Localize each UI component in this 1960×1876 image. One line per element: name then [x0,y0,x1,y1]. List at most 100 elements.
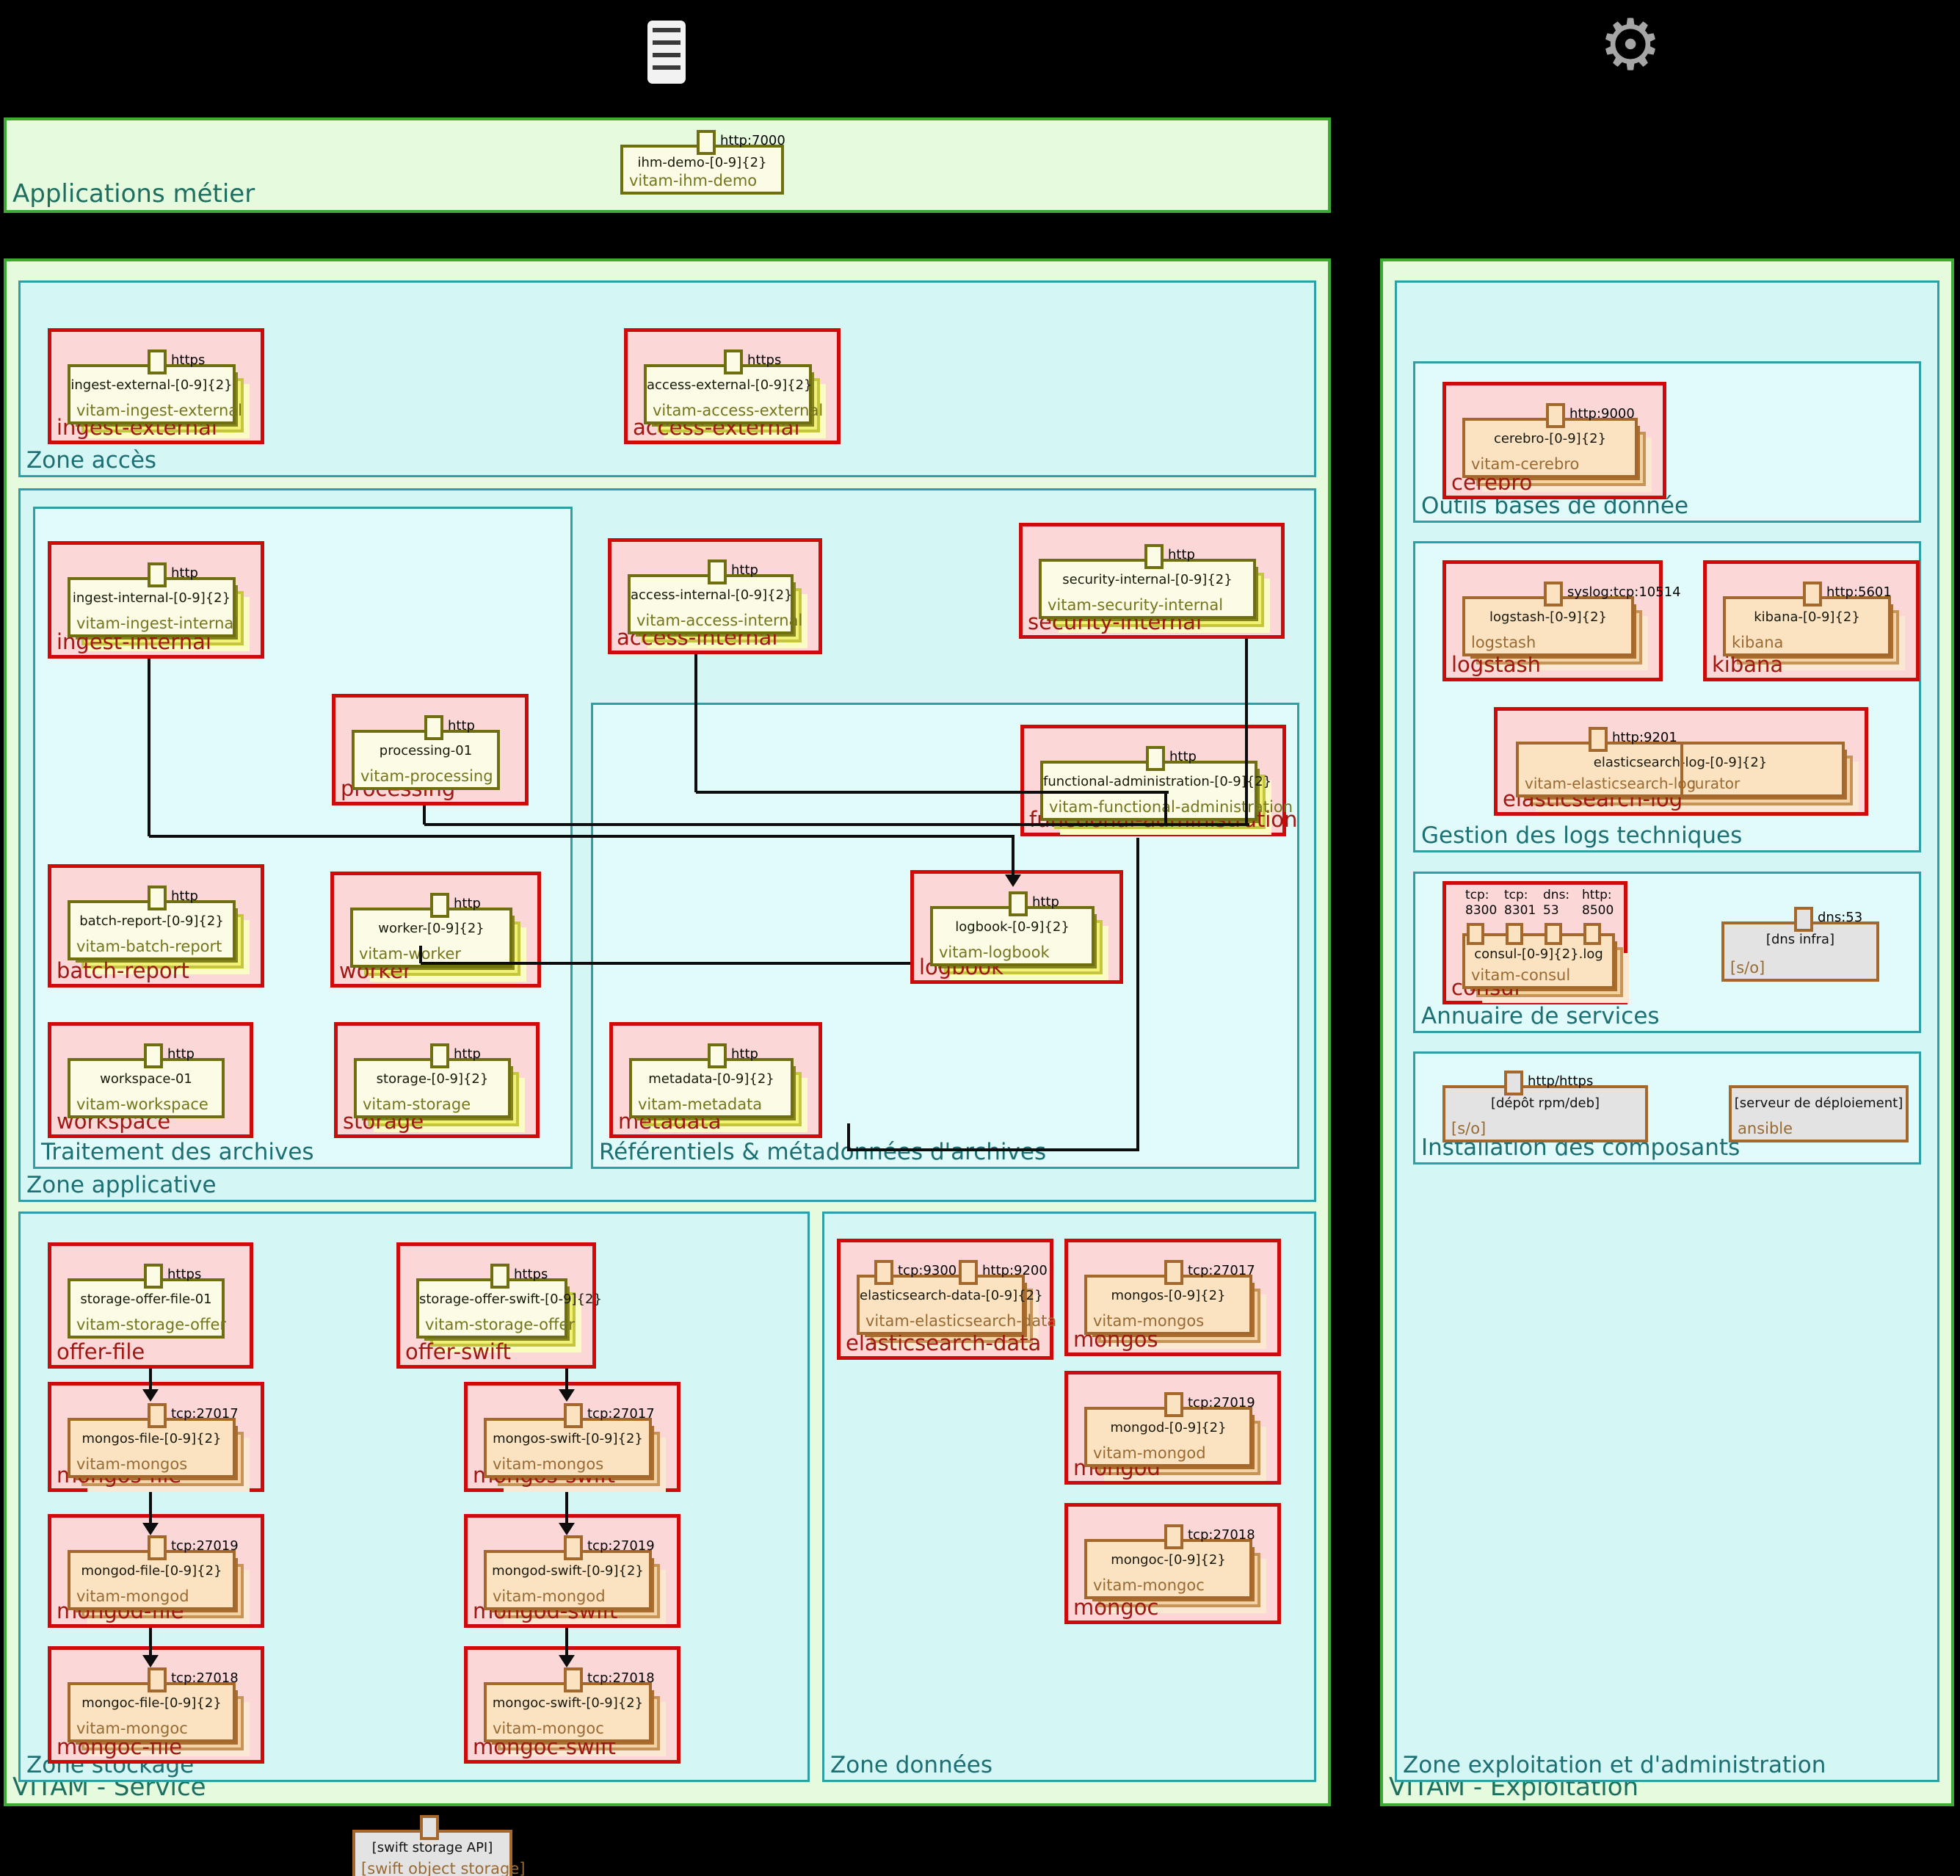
zone-label-applications-metier: Applications métier [12,179,255,209]
storage-port-label: http [454,1046,481,1062]
offer-file-port-icon [144,1264,163,1289]
component-card: mongod-file-[0-9]{2} vitam-mongod tcp:27… [68,1535,244,1618]
card-group-label: vitam-mongoc [493,1720,604,1737]
component-card: [serveur de déploiement] ansible [1729,1085,1909,1142]
ihm-demo-port-label: http:7000 [720,133,785,148]
mongoc-port-icon [1164,1524,1183,1549]
card-group-label: vitam-elasticsearch-data [865,1312,1057,1330]
elasticsearch-data-port-label: http:9200 [982,1263,1048,1278]
elasticsearch-data-port-icon [959,1260,978,1285]
component-elasticsearch-data: elasticsearch-data elasticsearch-data-[0… [837,1239,1056,1360]
component-card: mongod-[0-9]{2} vitam-mongod tcp:27019 [1084,1392,1260,1475]
card-instance-label: storage-offer-file-01 [80,1292,212,1307]
component-card: logstash-[0-9]{2} logstash syslog:tcp:10… [1462,582,1681,664]
component-processing: processing processing-01 vitam-processin… [332,694,529,805]
card-group-label: vitam-workspace [76,1095,208,1113]
card-group-label: vitam-mongoc [76,1720,188,1737]
card-group-label: vitam-batch-report [76,938,222,955]
component-mongos: mongos mongos-[0-9]{2} vitam-mongos tcp:… [1064,1239,1281,1356]
mongoc-file-port-label: tcp:27018 [171,1670,239,1686]
zone-label-exploitation-admin: Zone exploitation et d'administration [1403,1752,1826,1778]
ingest-internal-port-label: http [171,565,198,581]
card-instance-label: worker-[0-9]{2} [378,921,484,936]
component-card: elasticsearch-data-[0-9]{2} vitam-elasti… [857,1260,1056,1343]
component-card: ingest-internal-[0-9]{2} vitam-ingest-in… [68,562,244,645]
processing-port-label: http [448,718,475,734]
component-card: logbook-[0-9]{2} vitam-logbook http [930,891,1103,974]
card-group-label: vitam-storage-offer [76,1316,227,1333]
zone-applications-metier: Applications métier [4,117,1331,213]
component-access-external: access-external access-external-[0-9]{2}… [624,328,841,444]
component-card: worker-[0-9]{2} vitam-worker http [350,893,520,976]
functional-administration-port-label: http [1169,749,1197,764]
mongod-port-icon [1164,1392,1183,1417]
depot-rpm-deb-port-icon [1504,1071,1523,1095]
card-group-label: vitam-ihm-demo [629,172,758,189]
component-card: mongos-[0-9]{2} vitam-mongos tcp:27017 [1084,1260,1260,1343]
logstash-port-icon [1544,582,1563,606]
consul-port-icon [1545,923,1562,945]
consul-port-label: tcp: 8301 [1504,888,1536,918]
worker-port-icon [430,893,449,918]
card-group-label: vitam-metadata [638,1095,763,1113]
security-internal-port-label: http [1168,547,1195,562]
access-external-port-icon [724,350,743,374]
card-group-label: vitam-ingest-external [76,402,242,419]
processing-port-icon [424,715,443,740]
consul-port-label: dns: 53 [1543,888,1570,918]
card-group-label: vitam-mongos [493,1455,604,1473]
security-internal-port-icon [1144,544,1164,569]
zone-label-annuaire: Annuaire de services [1421,1003,1660,1029]
card-instance-label: storage-offer-swift-[0-9]{2} [419,1292,602,1307]
card-group-label: [s/o] [1730,959,1765,977]
component-card: mongos-swift-[0-9]{2} vitam-mongos tcp:2… [484,1403,660,1486]
card-instance-label: storage-[0-9]{2} [376,1071,489,1087]
consul-port-icon [1506,923,1523,945]
mongod-swift-port-label: tcp:27019 [587,1538,655,1554]
component-depot-rpm-deb: [dépôt rpm/deb] [s/o] http/https [1442,1071,1648,1142]
elasticsearch-data-port-label: tcp:9300 [898,1263,957,1278]
metadata-port-icon [708,1043,727,1068]
component-mongos-swift: mongos-swift mongos-swift-[0-9]{2} vitam… [464,1382,680,1492]
card-instance-label: workspace-01 [100,1071,192,1087]
ingest-external-port-icon [148,350,167,374]
component-metadata: metadata metadata-[0-9]{2} vitam-metadat… [609,1022,822,1138]
dns-infra-port-label: dns:53 [1818,910,1863,925]
card-instance-label: [serveur de déploiement] [1734,1095,1903,1111]
component-card: access-external-[0-9]{2} vitam-access-ex… [644,350,823,432]
consul-port-icon [1467,923,1484,945]
storage-port-icon [430,1043,449,1068]
component-card: [dns infra] [s/o] dns:53 [1721,907,1879,982]
consul-port-label: tcp: 8300 [1465,888,1498,918]
mongos-file-port-label: tcp:27017 [171,1406,239,1422]
mongos-swift-port-label: tcp:27017 [587,1406,655,1422]
component-name-label: offer-file [57,1339,145,1364]
card-instance-label: mongos-[0-9]{2} [1111,1288,1226,1303]
batch-report-port-icon [148,886,167,910]
card-group-label: vitam-mongod [76,1587,189,1605]
mongos-port-label: tcp:27017 [1188,1263,1255,1278]
component-cerebro: cerebro cerebro-[0-9]{2} vitam-cerebro h… [1442,382,1666,499]
card-group-label: vitam-mongos [1093,1312,1205,1330]
card-instance-label: access-external-[0-9]{2} [647,377,813,393]
component-card: storage-offer-swift-[0-9]{2} vitam-stora… [416,1264,602,1347]
offer-file-port-label: https [167,1267,202,1282]
component-workspace: workspace workspace-01 vitam-workspace h… [48,1022,253,1138]
card-instance-label: [dépôt rpm/deb] [1490,1095,1600,1111]
mongoc-swift-port-label: tcp:27018 [587,1670,655,1686]
zone-label-referentiels: Référentiels & métadonnées d'archives [599,1139,1047,1165]
card-group-label: vitam-worker [359,945,462,963]
component-card: storage-[0-9]{2} vitam-storage http [354,1043,519,1126]
card-instance-label: elasticsearch-data-[0-9]{2} [860,1288,1043,1303]
card-instance-label: ingest-external-[0-9]{2} [70,377,233,393]
elasticsearch-log-port-icon [1589,727,1608,752]
component-card: [dépôt rpm/deb] [s/o] http/https [1442,1071,1648,1142]
card-instance-label: mongod-file-[0-9]{2} [81,1563,222,1579]
component-mongod-swift: mongod-swift mongod-swift-[0-9]{2} vitam… [464,1514,680,1628]
swift-object-storage-port-icon [420,1815,439,1840]
worker-port-label: http [454,896,481,911]
card-instance-label: functional-administration-[0-9]{2} [1043,774,1272,789]
component-card: consul-[0-9]{2}.log vitam-consul tcp: 83… [1462,888,1623,997]
ingest-external-port-label: https [171,352,206,368]
functional-administration-port-icon [1146,746,1165,771]
